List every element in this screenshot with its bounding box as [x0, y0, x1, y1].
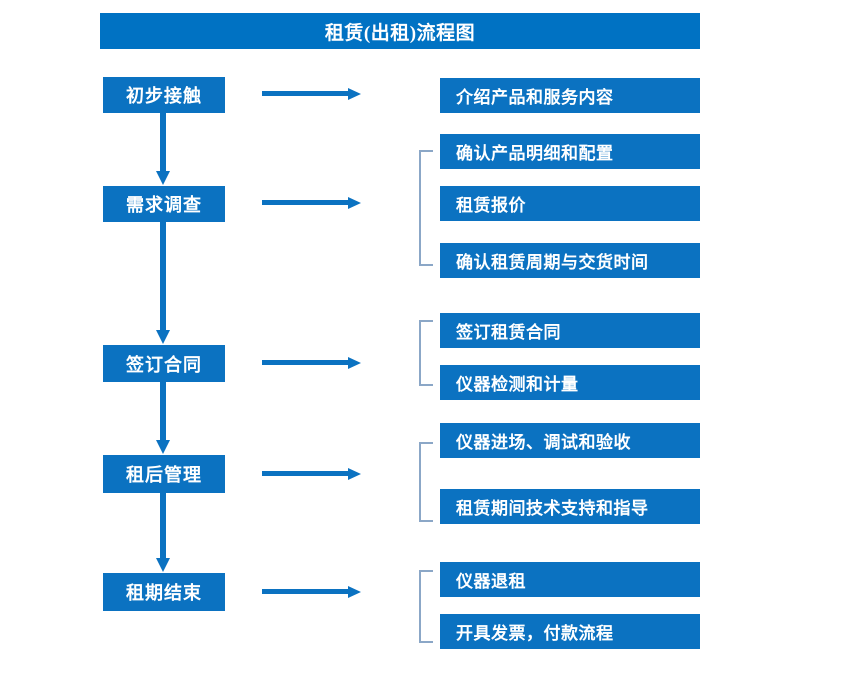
stage-box-2[interactable]: 需求调查	[103, 186, 225, 222]
detail-box-3[interactable]: 租赁报价	[440, 186, 700, 221]
down-arrow-3	[155, 382, 171, 455]
down-arrow-2	[155, 222, 171, 345]
right-arrow-4	[262, 467, 362, 481]
detail-box-7[interactable]: 仪器进场、调试和验收	[440, 423, 700, 458]
detail-box-6[interactable]: 仪器检测和计量	[440, 365, 700, 400]
right-arrow-3	[262, 356, 362, 370]
bracket-4	[419, 570, 433, 643]
bracket-1	[419, 150, 433, 266]
page-title: 租赁(出租)流程图	[100, 13, 700, 49]
detail-box-4[interactable]: 确认租赁周期与交货时间	[440, 243, 700, 278]
down-arrow-1	[155, 113, 171, 186]
detail-box-1[interactable]: 介绍产品和服务内容	[440, 78, 700, 113]
stage-box-1[interactable]: 初步接触	[103, 77, 225, 113]
detail-box-10[interactable]: 开具发票，付款流程	[440, 614, 700, 649]
detail-box-8[interactable]: 租赁期间技术支持和指导	[440, 489, 700, 524]
down-arrow-4	[155, 493, 171, 573]
bracket-2	[419, 320, 433, 386]
stage-box-4[interactable]: 租后管理	[103, 455, 225, 493]
detail-box-5[interactable]: 签订租赁合同	[440, 313, 700, 348]
detail-box-2[interactable]: 确认产品明细和配置	[440, 134, 700, 169]
bracket-3	[419, 442, 433, 522]
stage-box-5[interactable]: 租期结束	[103, 573, 225, 611]
stage-box-3[interactable]: 签订合同	[103, 345, 225, 382]
right-arrow-1	[262, 87, 362, 101]
right-arrow-5	[262, 585, 362, 599]
right-arrow-2	[262, 196, 362, 210]
detail-box-9[interactable]: 仪器退租	[440, 562, 700, 597]
